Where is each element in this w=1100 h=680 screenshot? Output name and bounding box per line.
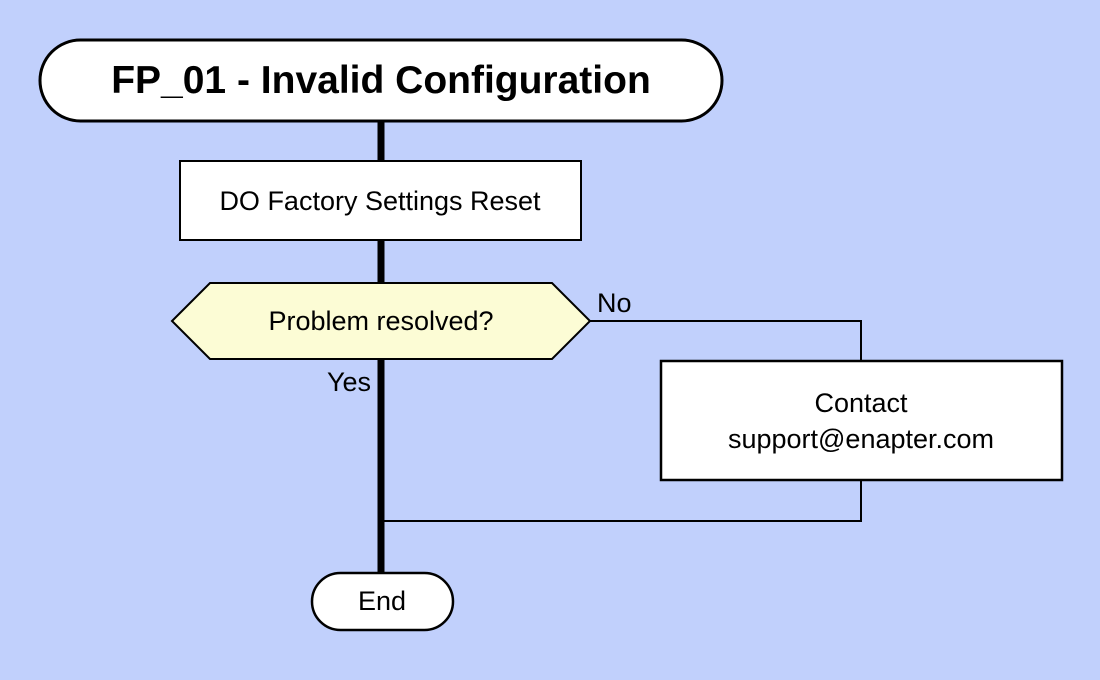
start-node-label: FP_01 - Invalid Configuration: [111, 59, 651, 102]
end-node-label: End: [358, 586, 406, 616]
edge-contact-return: [381, 480, 862, 522]
contact-node-label-line1: Contact: [814, 388, 908, 418]
end-node: [310, 571, 455, 632]
edge-no-branch: [590, 320, 862, 361]
contact-node: [659, 359, 1064, 482]
decision-node-label: Problem resolved?: [268, 306, 493, 336]
process-node-label: DO Factory Settings Reset: [219, 186, 541, 216]
start-node: [38, 38, 724, 123]
contact-node-label-line2: support@enapter.com: [728, 424, 994, 454]
no-edge-label: No: [597, 288, 632, 318]
decision-node: [170, 282, 592, 360]
yes-edge-label: Yes: [327, 367, 371, 397]
process-node: [179, 160, 582, 241]
